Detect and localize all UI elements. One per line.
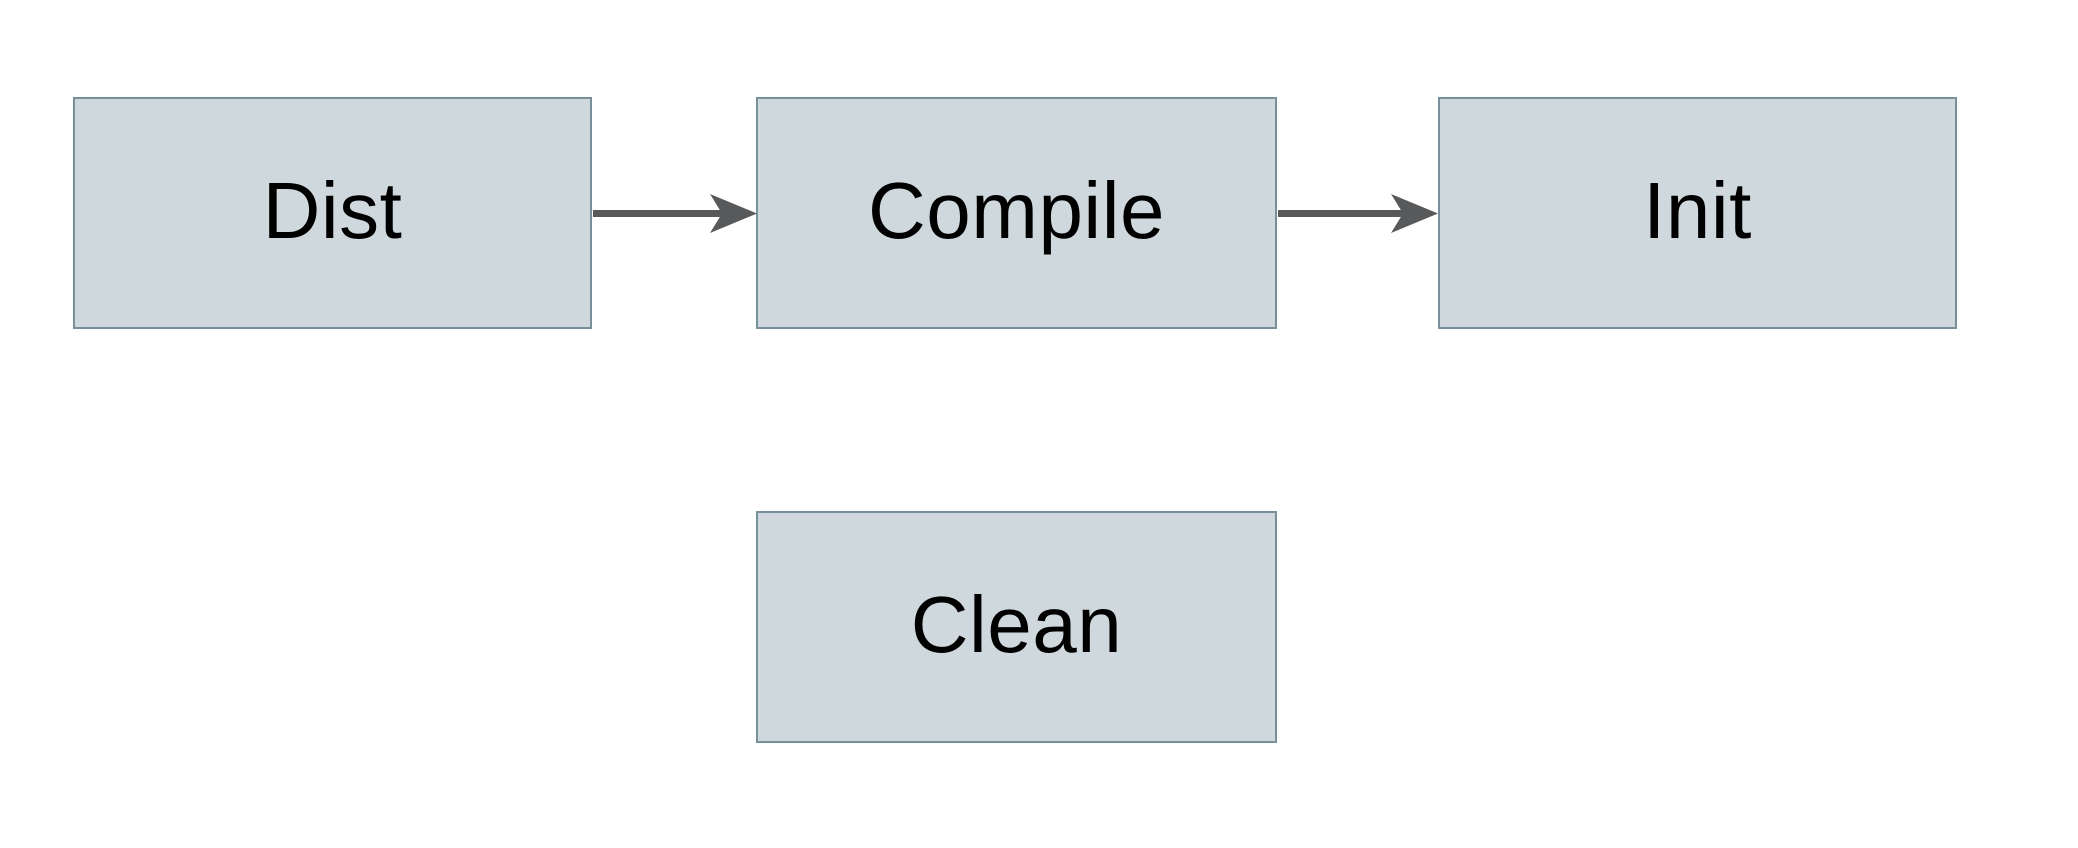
node-clean-label: Clean [910, 580, 1123, 669]
node-compile-label: Compile [868, 166, 1165, 255]
node-compile: Compile [756, 97, 1277, 329]
arrow-compile-to-init-icon [1278, 194, 1438, 233]
node-clean: Clean [756, 511, 1277, 743]
node-init-label: Init [1643, 166, 1752, 255]
arrow-dist-to-compile-icon [593, 194, 757, 233]
node-init: Init [1438, 97, 1957, 329]
node-dist-label: Dist [262, 166, 403, 255]
node-dist: Dist [73, 97, 592, 329]
